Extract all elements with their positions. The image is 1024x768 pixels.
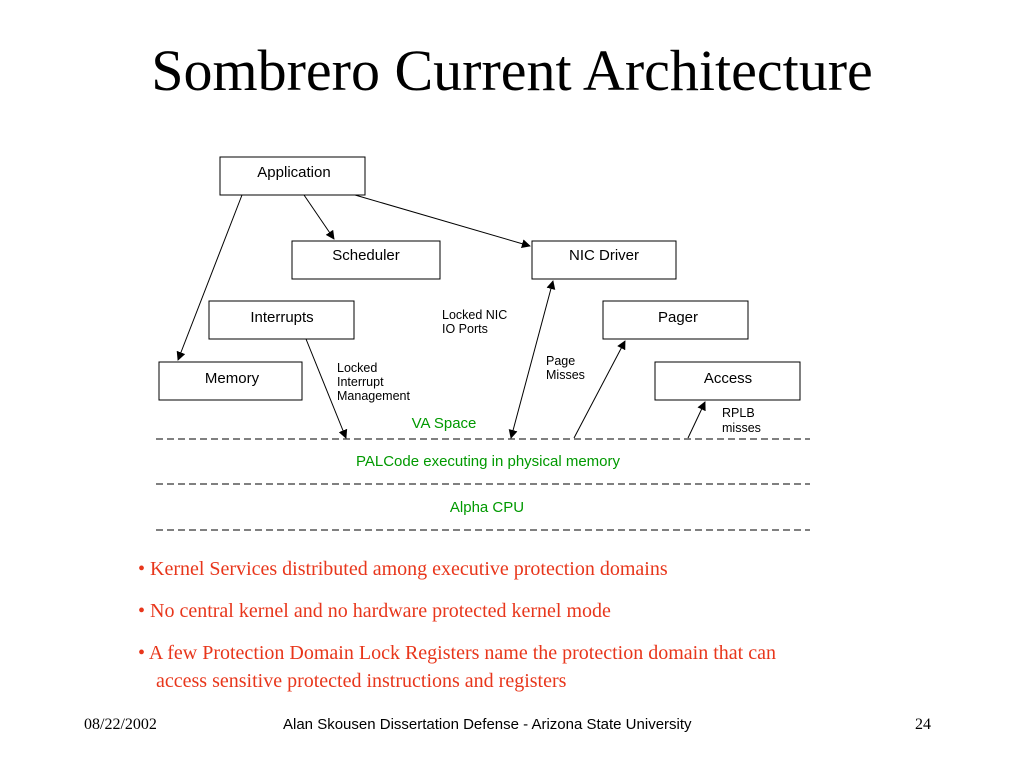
bullet-text: • Kernel Services distributed among exec… — [138, 558, 668, 580]
locked-interrupt-label-1: Locked — [337, 361, 377, 375]
bullet-item: • A few Protection Domain Lock Registers… — [138, 639, 978, 695]
bullet-list: • Kernel Services distributed among exec… — [138, 555, 978, 709]
bullet-text-continuation: access sensitive protected instructions … — [156, 670, 567, 692]
page-misses-label-2: Misses — [546, 368, 585, 382]
svg-text:Scheduler: Scheduler — [332, 247, 400, 264]
bullet-text: • A few Protection Domain Lock Registers… — [138, 642, 776, 664]
footer-page-number: 24 — [915, 716, 931, 733]
arrow-application-to-nic-driver — [354, 194, 531, 249]
nic-driver-box: NIC Driver — [531, 240, 677, 280]
access-box: Access — [654, 361, 801, 401]
bullet-item: • Kernel Services distributed among exec… — [138, 555, 978, 583]
locked-nic-label-1: Locked NIC — [442, 308, 507, 322]
locked-nic-label-2: IO Ports — [442, 322, 488, 336]
pager-box: Pager — [602, 300, 749, 340]
slide-title: Sombrero Current Architecture — [151, 38, 873, 103]
svg-text:Access: Access — [704, 370, 752, 387]
rplb-label-1: RPLB — [722, 406, 755, 420]
memory-box: Memory — [158, 361, 303, 401]
va-space-label: VA Space — [412, 415, 477, 432]
arrow-application-to-memory — [176, 194, 243, 361]
arrow-interrupts-to-va — [305, 338, 348, 439]
application-box: Application — [219, 156, 366, 196]
bullet-item: • No central kernel and no hardware prot… — [138, 597, 978, 625]
alpha-cpu-label: Alpha CPU — [450, 499, 524, 516]
locked-interrupt-label-2: Interrupt — [337, 375, 384, 389]
svg-text:Application: Application — [257, 164, 330, 181]
svg-text:Memory: Memory — [205, 370, 260, 387]
interrupts-box: Interrupts — [208, 300, 355, 340]
palcode-label: PALCode executing in physical memory — [356, 453, 621, 470]
bullet-text: • No central kernel and no hardware prot… — [138, 600, 611, 622]
arrow-page-misses — [573, 340, 626, 439]
page-misses-label-1: Page — [546, 354, 575, 368]
arrow-application-to-scheduler — [303, 194, 335, 240]
svg-text:Interrupts: Interrupts — [250, 309, 313, 326]
scheduler-box: Scheduler — [291, 240, 441, 280]
footer-date: 08/22/2002 — [84, 716, 157, 733]
rplb-label-2: misses — [722, 421, 761, 435]
locked-interrupt-label-3: Management — [337, 389, 410, 403]
svg-text:Pager: Pager — [658, 309, 698, 326]
footer-presentation-info: Alan Skousen Dissertation Defense - Ariz… — [283, 716, 692, 733]
svg-text:NIC Driver: NIC Driver — [569, 247, 639, 264]
arrow-rplb-misses — [687, 401, 706, 439]
arrow-nic-bidirectional — [508, 280, 556, 439]
